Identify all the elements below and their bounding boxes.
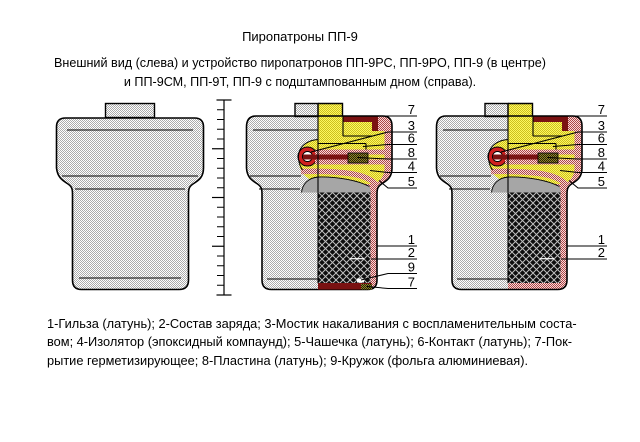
section-tab-yellow-outline (318, 102, 344, 117)
legend-line1: 1-Гильза (латунь); 2-Состав заряда; 3-Мо… (47, 316, 577, 331)
callout-number: 6 (408, 131, 415, 146)
foil-disc (357, 278, 364, 283)
callout-numbers-center: 7 3 6 8 4 5 1 2 9 7 (408, 102, 415, 290)
scale-ruler (212, 99, 232, 296)
callout-number: 1 (598, 232, 605, 247)
callout-number: 2 (408, 245, 415, 260)
callout-lines-right (500, 115, 607, 260)
cup-rim-outline (298, 139, 319, 171)
legend-caption: 1-Гильза (латунь); 2-Состав заряда; 3-Мо… (47, 315, 607, 370)
callout-number: 7 (408, 102, 415, 117)
callout-number: 7 (598, 102, 605, 117)
bottom-compound-block (361, 284, 372, 290)
callout-number: 9 (408, 260, 415, 275)
subtitle-line1: Внешний вид (слева) и устройство пиропат… (54, 56, 546, 70)
subtitle-line2: и ПП-9СМ, ПП-9Т, ПП-9 с подштампованным … (123, 74, 477, 89)
legend-line3: рытие герметизирующее; 8-Пластина (латун… (47, 352, 529, 368)
bridge-electrode-bar (303, 154, 368, 160)
callout-number: 7 (408, 275, 415, 290)
legend-line2: вом; 4-Изолятор (эпоксидный компаунд); 5… (47, 334, 573, 350)
sealing-coat-top (343, 116, 372, 122)
callout-number: 1 (408, 232, 415, 247)
subtitle: Внешний вид (слева) и устройство пиропат… (0, 54, 600, 91)
center-bottom-details (318, 278, 372, 290)
charge-section (318, 192, 371, 283)
callout-number: 8 (408, 145, 415, 160)
callout-number: 8 (598, 145, 605, 160)
callout-number: 3 (598, 118, 605, 133)
callout-lines-center (310, 115, 417, 289)
callout-number: 4 (598, 159, 605, 174)
sealing-coat-top-edge (372, 116, 378, 131)
section-tab-gray (294, 102, 319, 118)
cross-section-right (437, 103, 583, 290)
callout-number: 5 (408, 174, 415, 189)
section-body-outline (245, 115, 393, 291)
cup-flange (300, 168, 380, 188)
callout-number: 4 (408, 159, 415, 174)
cartridge-body-outline (55, 117, 205, 291)
section-seam-lines (250, 129, 318, 280)
callout-number: 2 (598, 245, 605, 260)
sealing-coat-bottom (318, 283, 372, 290)
callout-number: 6 (598, 131, 605, 146)
callout-number: 3 (408, 118, 415, 133)
contact-outline-lines (318, 116, 372, 150)
body-seam-lines (62, 129, 198, 279)
external-view-diagram (55, 102, 205, 291)
callout-number: 5 (598, 174, 605, 189)
page-title: Пиропатроны ПП-9 (242, 29, 358, 44)
cartridge-tab (104, 102, 156, 119)
plate-strip-upper (315, 149, 385, 155)
callout-numbers-right: 7 3 6 8 4 5 1 2 (598, 102, 605, 260)
